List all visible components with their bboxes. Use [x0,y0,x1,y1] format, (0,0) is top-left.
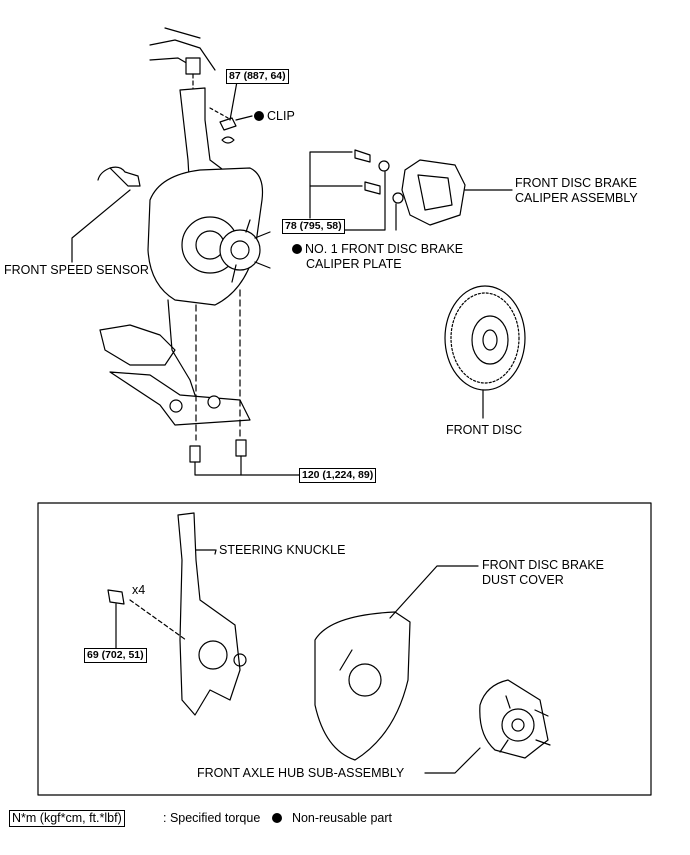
steering-knuckle-label: STEERING KNUCKLE [219,543,346,557]
front-speed-sensor-label: FRONT SPEED SENSOR [4,263,149,277]
caliper-plate-text-1: NO. 1 FRONT DISC BRAKE [305,242,464,256]
knuckle-assembly-drawing [147,87,271,306]
torque-hub-bolts: 69 (702, 51) [84,648,147,663]
caliper-plate-label-1: NO. 1 FRONT DISC BRAKE [292,242,463,257]
steering-knuckle-drawing [129,512,247,716]
quantity-label: x4 [132,583,146,597]
caliper-bolts-drawing [309,149,404,231]
detail-box [37,502,652,796]
caliper-plate-label-2: CALIPER PLATE [306,257,402,271]
caliper-assembly-label-1: FRONT DISC BRAKE [515,176,638,190]
axle-hub-label: FRONT AXLE HUB SUB-ASSEMBLY [197,766,405,780]
torque-ball-joint-nut: 87 (887, 64) [226,69,289,84]
front-disc-drawing [444,285,526,419]
legend-torque-unit: N*m (kgf*cm, ft.*lbf) [9,810,125,827]
torque-caliper-bolts: 78 (795, 58) [282,219,345,234]
torque-lower-arm-bolts: 120 (1,224, 89) [299,468,377,483]
non-reusable-dot-icon [292,244,302,254]
dust-cover-drawing [314,565,479,761]
legend-torque-desc: : Specified torque [163,811,261,825]
legend-nonreusable-text: Non-reusable part [291,811,393,825]
non-reusable-dot-icon [272,813,282,823]
clip-text: CLIP [267,109,295,123]
lower-bolts-drawing [189,439,301,476]
non-reusable-dot-icon [254,111,264,121]
hub-bolt-drawing [107,589,125,649]
legend-nonreusable: Non-reusable part [272,811,392,826]
axle-hub-drawing [424,679,551,774]
dust-cover-label-1: FRONT DISC BRAKE [482,558,605,572]
caliper-drawing [401,159,513,226]
dust-cover-label-2: DUST COVER [482,573,564,587]
clip-drawing [209,107,253,144]
front-disc-label: FRONT DISC [446,423,523,437]
caliper-assembly-label-2: CALIPER ASSEMBLY [515,191,638,205]
clip-label: CLIP [254,109,295,124]
speed-sensor-drawing [71,166,141,263]
upper-arm-drawing [149,27,216,91]
lower-arm-drawing [99,289,251,441]
